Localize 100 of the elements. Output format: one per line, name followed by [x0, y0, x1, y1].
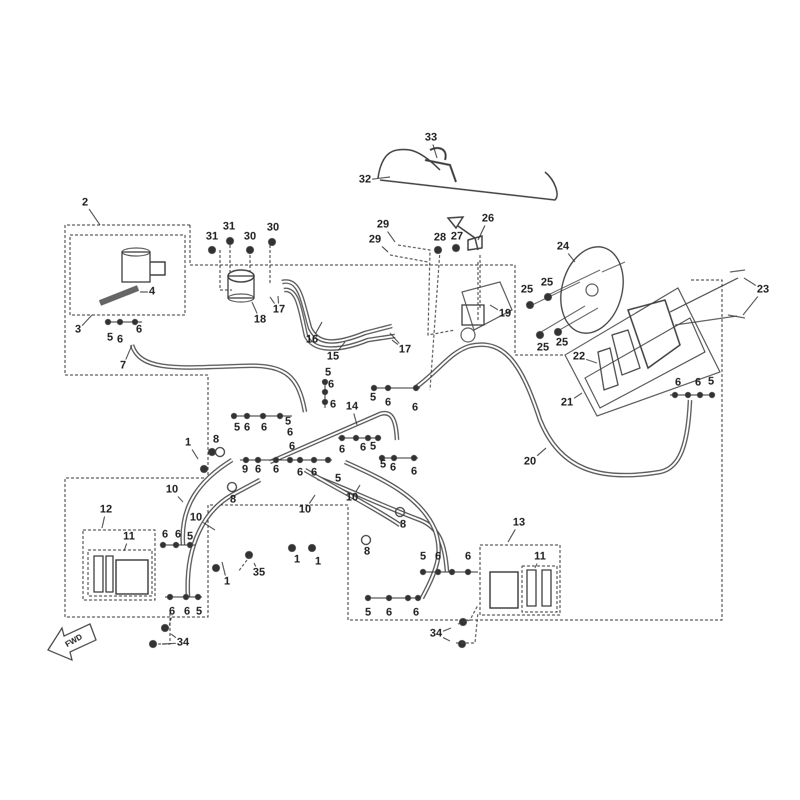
- callout-number: 1: [224, 576, 230, 588]
- callout-number: 5: [364, 608, 372, 618]
- leader-line: [353, 413, 358, 426]
- leader-line: [162, 642, 176, 644]
- callout-number: 23: [756, 284, 770, 296]
- callout-number: 5: [284, 416, 292, 428]
- callout-number: 30: [266, 222, 280, 234]
- leader-line: [508, 529, 516, 542]
- callout-number: 17: [398, 344, 412, 356]
- callout-number: 8: [230, 494, 236, 506]
- callout-number: 6: [360, 442, 366, 454]
- callout-number: 8: [212, 434, 220, 446]
- callout-number: 6: [288, 442, 296, 452]
- callout-number: 17: [272, 304, 286, 316]
- callout-number: 6: [464, 552, 472, 562]
- callout-number: 20: [524, 456, 536, 468]
- callout-number: 5: [234, 422, 240, 434]
- leader-line: [82, 314, 92, 326]
- leader-line: [382, 246, 388, 252]
- callout-number: 6: [412, 608, 420, 618]
- callout-number: 6: [136, 324, 142, 336]
- callout-number: 5: [708, 376, 714, 388]
- callout-number: 15: [326, 352, 340, 362]
- leader-line: [252, 302, 258, 314]
- callout-number: 11: [123, 532, 135, 542]
- leader-line: [308, 494, 316, 504]
- callout-number: 6: [328, 380, 334, 390]
- callout-number: 32: [358, 174, 372, 186]
- callout-number: 22: [572, 352, 586, 362]
- leader-line: [88, 208, 100, 226]
- callout-number: 6: [254, 464, 262, 476]
- callout-number: 28: [434, 232, 446, 244]
- leader-line: [254, 562, 256, 567]
- callout-number: 6: [184, 606, 190, 618]
- callout-number: 18: [254, 314, 266, 326]
- callout-number: 8: [364, 546, 370, 558]
- callout-number: 5: [196, 606, 202, 618]
- callout-number: 6: [412, 402, 418, 414]
- callout-number: 12: [100, 504, 112, 516]
- leader-line: [744, 278, 756, 286]
- callout-number: 5: [420, 552, 426, 562]
- callout-number: 6: [244, 422, 250, 434]
- leader-line: [442, 637, 450, 642]
- callout-number: 31: [222, 222, 236, 232]
- callout-number: 29: [376, 220, 390, 230]
- callout-number: 6: [286, 428, 294, 438]
- callout-number: 30: [244, 232, 256, 242]
- callout-number: 1: [314, 556, 322, 568]
- leader-line: [534, 563, 538, 568]
- callout-number: 27: [450, 232, 464, 242]
- callout-number: 1: [184, 438, 192, 448]
- callout-number: 29: [368, 234, 382, 246]
- leader-line: [356, 484, 360, 492]
- leader-line: [586, 358, 598, 364]
- leader-line: [170, 634, 176, 638]
- callout-number: 5: [370, 392, 376, 404]
- callout-number: 6: [162, 530, 168, 540]
- callout-number: 4: [148, 286, 156, 298]
- leader-line: [574, 392, 582, 399]
- callout-number: 10: [298, 504, 312, 516]
- callout-number: 14: [346, 402, 358, 412]
- leader-line: [742, 296, 758, 316]
- callout-number: 25: [536, 342, 550, 354]
- callout-number: 6: [384, 398, 392, 408]
- callout-number: 6: [174, 530, 182, 540]
- callout-number: 10: [190, 512, 202, 524]
- callout-number: 6: [338, 444, 346, 456]
- callout-number: 35: [252, 568, 266, 578]
- callout-number: 5: [324, 368, 332, 378]
- callout-number: 6: [116, 334, 124, 346]
- callout-number: 33: [424, 132, 438, 144]
- callout-number: 6: [410, 466, 418, 478]
- callout-number: 6: [674, 378, 682, 388]
- leader-line: [387, 231, 396, 242]
- leader-line: [372, 176, 390, 180]
- callout-number: 5: [186, 532, 194, 542]
- leader-line: [432, 144, 438, 158]
- callout-number: 3: [74, 324, 82, 336]
- leader-line: [442, 628, 452, 632]
- leader-line: [490, 304, 498, 310]
- callout-number: 25: [520, 284, 534, 296]
- callout-number: 11: [534, 552, 546, 562]
- callout-number: 21: [560, 398, 574, 408]
- leader-line: [202, 522, 216, 530]
- callout-number: 31: [206, 232, 218, 242]
- leader-line: [536, 448, 546, 456]
- callout-number: 6: [168, 606, 176, 618]
- callout-number: 25: [556, 338, 568, 348]
- direction-label: FWD: [64, 632, 84, 650]
- callout-number: 7: [120, 360, 126, 372]
- callout-number: 26: [482, 214, 494, 224]
- callout-number: 6: [296, 468, 304, 478]
- leader-line: [338, 342, 346, 351]
- leader-line: [222, 562, 226, 576]
- callout-number: 5: [370, 442, 376, 452]
- callout-number: 13: [512, 518, 526, 528]
- callout-number: 9: [242, 464, 248, 476]
- callout-number: 34: [430, 628, 442, 640]
- callout-number: 6: [260, 422, 268, 434]
- callout-number: 6: [694, 378, 702, 388]
